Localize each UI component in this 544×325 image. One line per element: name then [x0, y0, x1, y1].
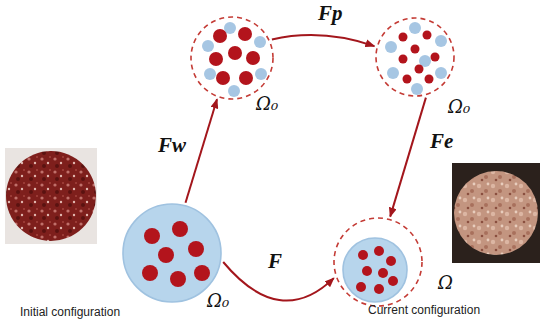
domain-label: Ω₀: [207, 291, 229, 311]
circle-shape: [375, 17, 455, 97]
tensor-label: Fp: [318, 2, 343, 25]
circle-shape: [122, 203, 222, 303]
initial-photo: [5, 148, 97, 244]
current-photo: [452, 163, 540, 263]
deformation-arrow: [186, 99, 218, 203]
configuration-circle: Ω₀: [190, 16, 274, 100]
configuration-circle: Ω₀: [375, 17, 455, 97]
domain-label: Ω₀: [448, 97, 470, 117]
configuration-caption: Current configuration: [368, 303, 480, 317]
tensor-label: Fe: [430, 130, 453, 153]
tensor-label: Fw: [158, 134, 186, 157]
configuration-circle: Ω: [333, 217, 423, 307]
domain-label: Ω: [438, 273, 453, 293]
circle-shape: [333, 217, 423, 307]
configuration-caption: Initial configuration: [20, 305, 120, 319]
tensor-label: F: [268, 250, 282, 273]
deformation-arrow: [272, 35, 375, 46]
domain-label: Ω₀: [256, 94, 278, 114]
circle-shape: [190, 16, 274, 100]
configuration-circle: Ω₀: [122, 203, 222, 303]
deformation-arrow: [390, 98, 426, 217]
